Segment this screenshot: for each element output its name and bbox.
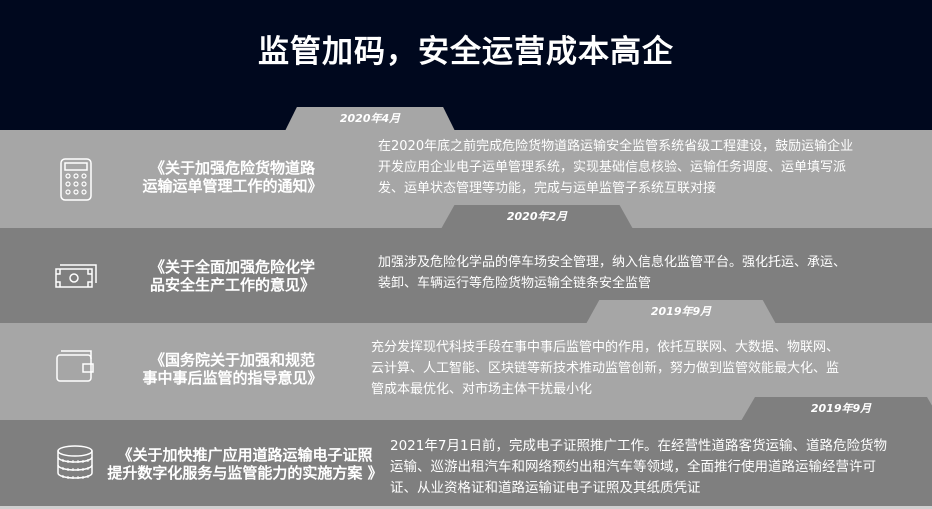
description-line: 开发应用企业电子运单管理系统，实现基础信息核验、运输任务调度、运单填写派 [378,160,847,175]
coins-icon [57,445,93,479]
policy-title-line: 事中事后监管的指导意见》 [142,369,323,387]
policy-title-line: 《关于加快推广应用道路运输电子证照 [117,446,373,464]
bottom-strip [0,506,932,509]
description-line: 充分发挥现代科技手段在事中事后监管中的作用，依托互联网、大数据、物联网、 [371,340,840,355]
date-tab-2: 2020年2月 [441,205,633,229]
page-title: 监管加码，安全运营成本高企 [258,34,674,70]
policy-title-line: 《国务院关于加强和规范 [149,351,315,369]
policy-description-4: 2021年7月1日前，完成电子证照推广工作。在经营性道路客货运输、道路危险货物 … [390,436,887,499]
policy-title-2: 《关于全面加强危险化学 品安全生产工作的意见》 [120,258,345,294]
description-line: 云计算、人工智能、区块链等新技术推动监管创新，努力做到监管效能最大化、监 [371,361,840,376]
description-line: 2021年7月1日前，完成电子证照推广工作。在经营性道路客货运输、道路危险货物 [390,438,888,454]
policy-title-1: 《关于加强危险货物道路 运输运单管理工作的通知》 [120,159,345,195]
description-line: 加强涉及危险化学品的停车场安全管理，纳入信息化监管平台。强化托运、承运、 [378,255,847,270]
policy-row-4 [0,420,932,506]
policy-title-line: 品安全生产工作的意见》 [149,276,315,294]
policy-title-line: 提升数字化服务与监管能力的实施方案 》 [107,464,383,482]
banknote-icon [55,264,97,288]
description-line: 在2020年底之前完成危险货物道路运输安全监管系统省级工程建设，鼓励运输企业 [378,139,854,154]
policy-title-3: 《国务院关于加强和规范 事中事后监管的指导意见》 [120,351,345,387]
description-line: 运输、巡游出租汽车和网络预约出租汽车等领域，全面推行使用道路运输经营许可 [390,459,876,475]
policy-description-1: 在2020年底之前完成危险货物道路运输安全监管系统省级工程建设，鼓励运输企业 开… [378,136,853,199]
wallet-icon [56,350,94,382]
policy-row-2 [0,228,932,323]
date-tab-4: 2019年9月 [741,397,932,421]
policy-title-4: 《关于加快推广应用道路运输电子证照 提升数字化服务与监管能力的实施方案 》 [100,446,390,482]
description-line: 装卸、车辆运行等危险货物运输全链条安全监管 [378,276,652,291]
description-line: 证、从业资格证和道路运输证电子证照及其纸质凭证 [390,480,701,496]
date-tab-1: 2020年4月 [285,107,455,131]
policy-title-line: 运输运单管理工作的通知》 [142,177,323,195]
calculator-icon [60,158,92,201]
policy-description-3: 充分发挥现代科技手段在事中事后监管中的作用，依托互联网、大数据、物联网、 云计算… [371,337,839,400]
description-line: 发、运单状态管理等功能，完成与运单监管子系统互联对接 [378,181,717,196]
policy-title-line: 《关于全面加强危险化学 [149,258,315,276]
date-tab-3: 2019年9月 [586,300,776,324]
policy-title-line: 《关于加强危险货物道路 [149,159,315,177]
policy-description-2: 加强涉及危险化学品的停车场安全管理，纳入信息化监管平台。强化托运、承运、 装卸、… [378,252,846,294]
description-line: 管成本最优化、对市场主体干扰最小化 [371,382,593,397]
